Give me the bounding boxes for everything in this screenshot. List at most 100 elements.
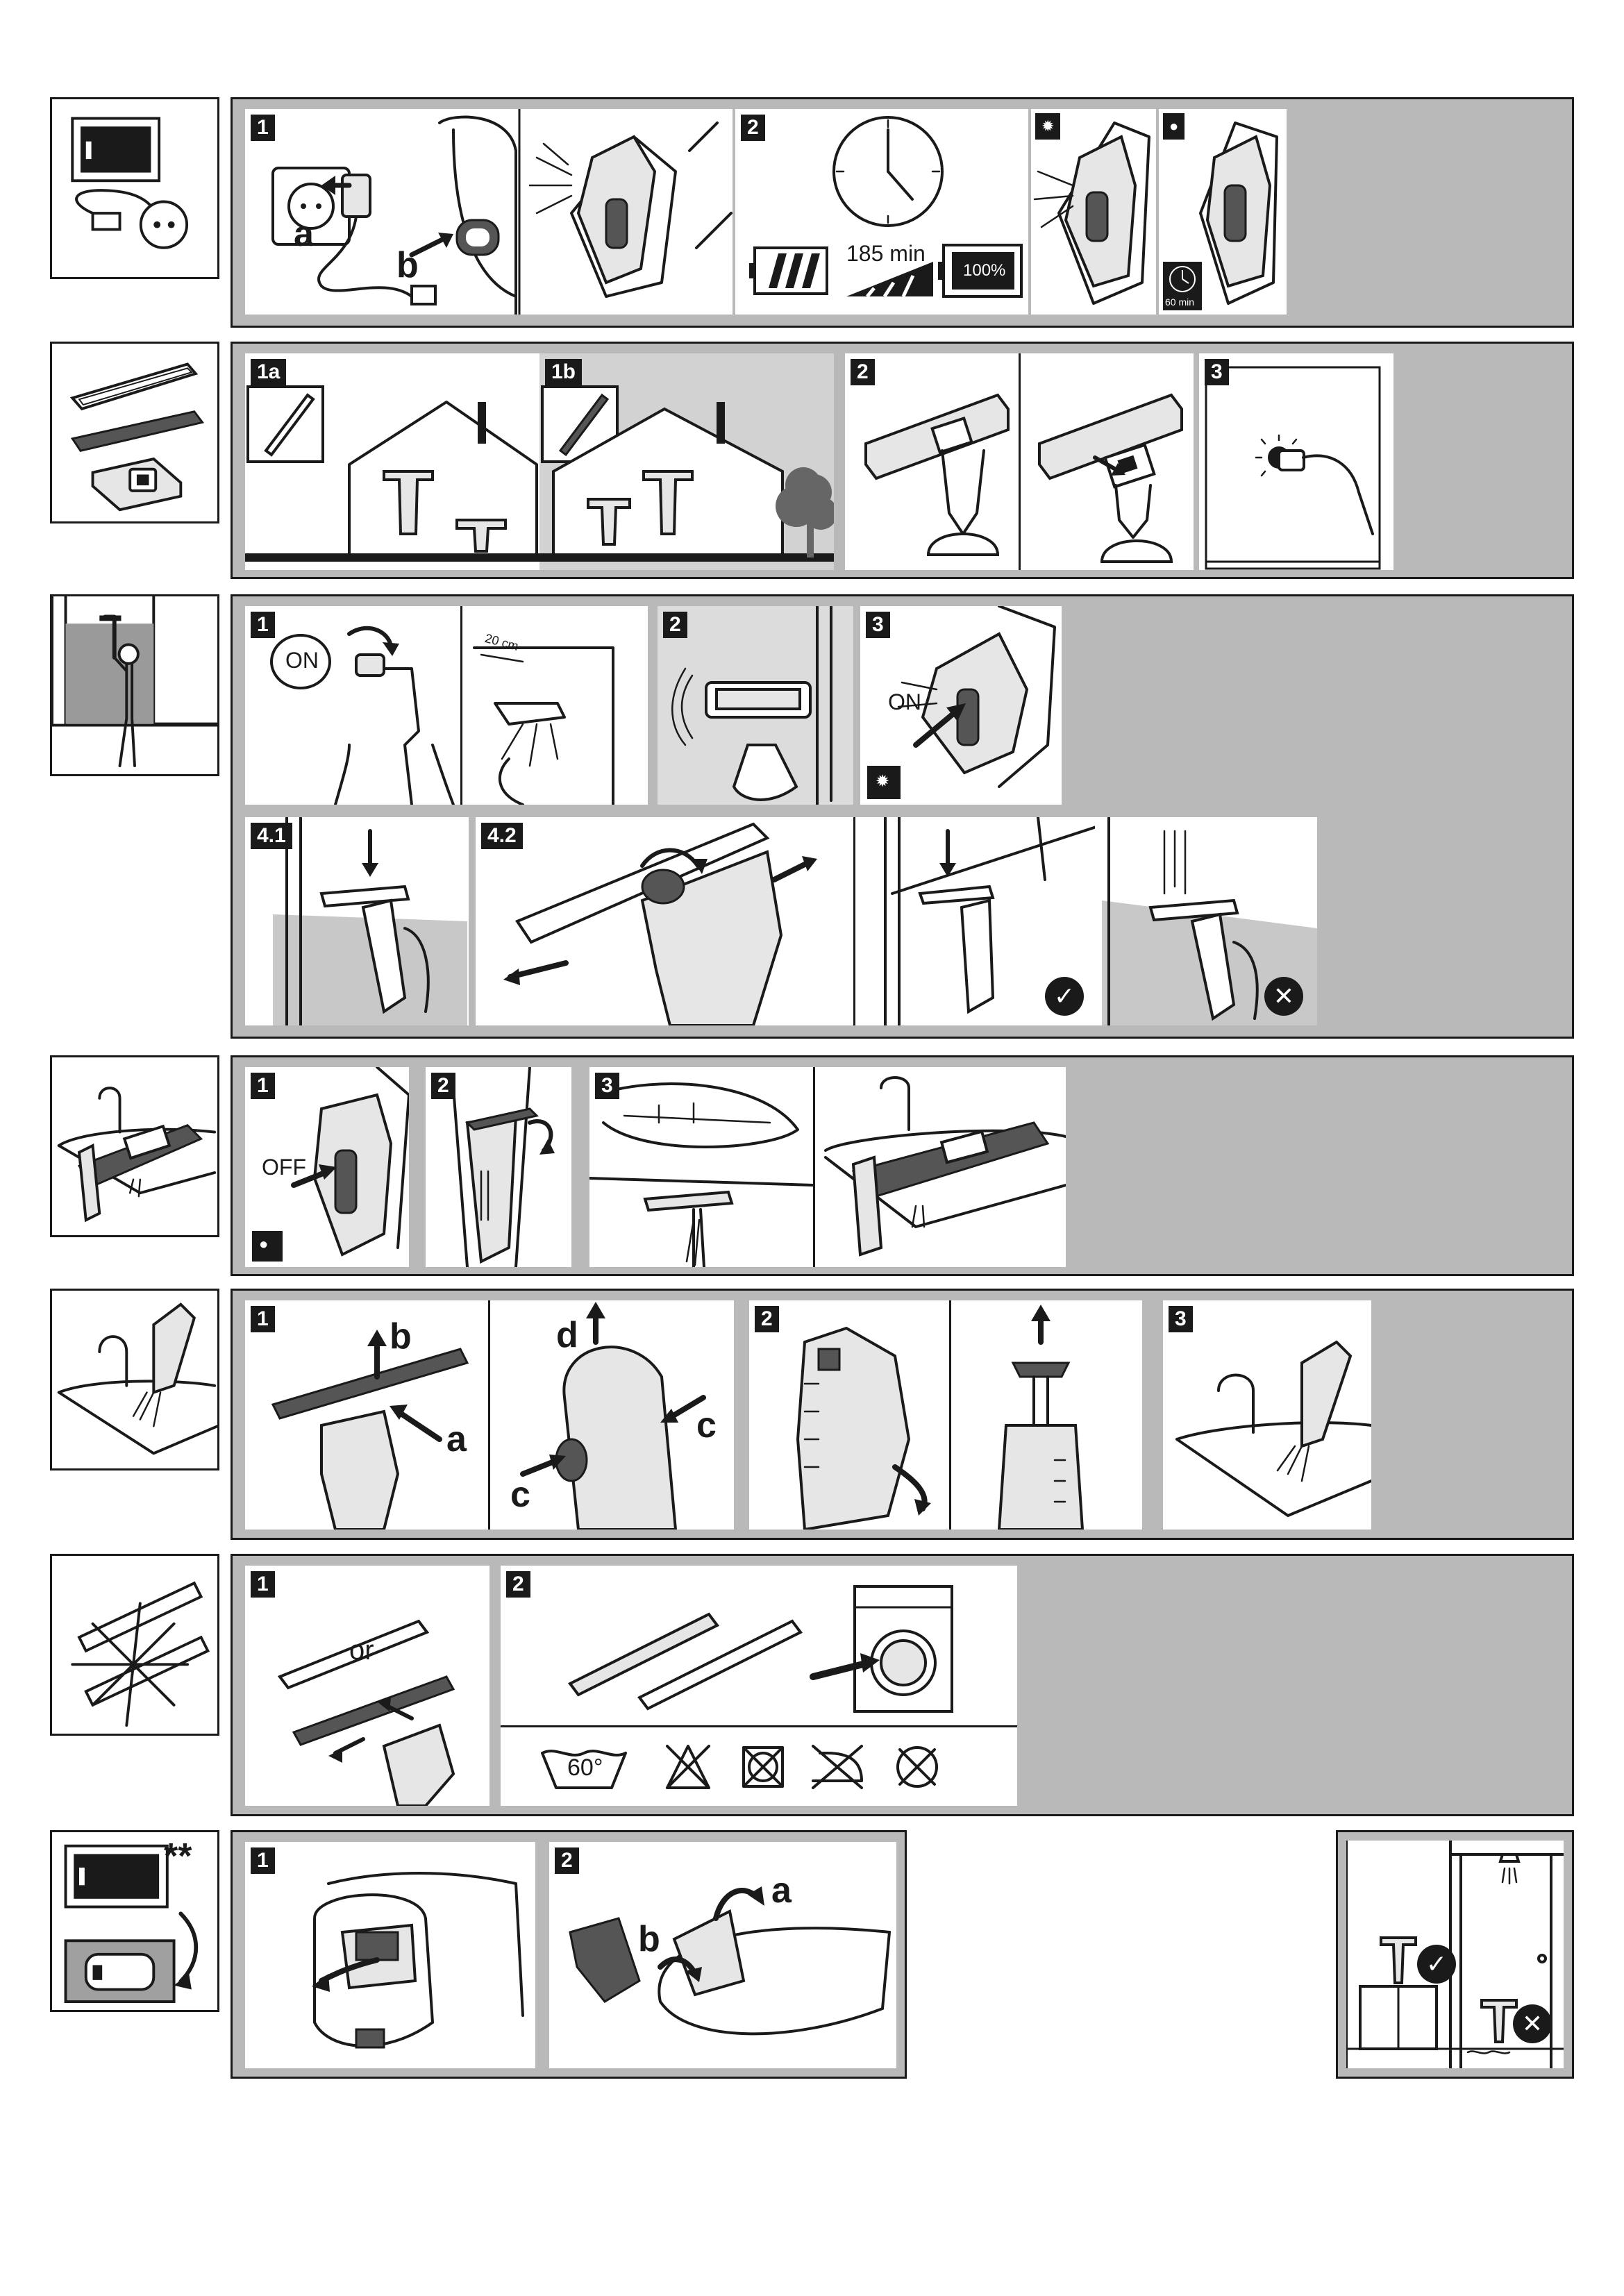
panel-divider: [488, 1300, 490, 1530]
step-number: 1: [251, 1571, 275, 1598]
step-number: 3: [866, 612, 890, 638]
emptying-band: 1 OFF ● 2 3: [231, 1055, 1574, 1276]
battery-step-1-panel: 1: [245, 1842, 535, 2068]
panel-divider: [813, 1067, 815, 1267]
lamp-flashing-icon: ✹: [1035, 113, 1061, 140]
arrow-icon: [321, 176, 453, 258]
panel-divider: [1019, 353, 1021, 570]
tank-lid-illustration: [452, 1067, 555, 1267]
or-label: or: [349, 1635, 374, 1666]
wipe-wrong-panel: ✕: [1095, 817, 1317, 1025]
panel-divider: [949, 1300, 951, 1530]
battery-full-label: 100%: [963, 261, 1006, 280]
tank-emptying-illustration: [589, 1076, 1066, 1267]
spraying-band: 1 ON 20 cm 2 3: [231, 594, 1574, 1039]
empty-step-3-panel: 3: [589, 1067, 1066, 1267]
battery-removal-illustration: [569, 1886, 891, 2036]
step-number: 3: [595, 1073, 619, 1099]
care-symbols: [541, 1745, 938, 1789]
sink-emptying-icon: [57, 1087, 217, 1223]
vertical-wipe-illustration: [273, 817, 467, 1025]
panel-divider: [853, 817, 855, 1025]
charging-step-2-panel: 2 185 min 100%: [735, 109, 1028, 315]
battery-section-icon: [50, 1830, 219, 2012]
battery-step-2-panel: 2 a b: [549, 1842, 896, 2068]
cleaning-section-icon: [50, 1289, 219, 1470]
on-label-2: ON: [888, 689, 921, 714]
no-dry-clean-icon: [896, 1746, 938, 1788]
washing-machine-illustration: [567, 1585, 953, 1713]
wrong-wipe-illustration: [1102, 817, 1317, 1025]
wash-step-1-panel: 1 or: [245, 1566, 489, 1806]
lamp-on-icon: ●: [259, 1235, 269, 1252]
step-number: 3: [1205, 359, 1229, 385]
step-number: 4.1: [251, 823, 292, 849]
person-window-icon: [52, 596, 217, 768]
wrong-mark-icon: ✕: [1264, 977, 1303, 1016]
label-a: a: [446, 1419, 467, 1459]
step-number: 2: [741, 115, 765, 141]
auto-off-label: 60 min: [1165, 296, 1195, 308]
lamp-on-icon: ✹: [876, 772, 890, 791]
charging-step-1-panel: 1 a b: [245, 109, 733, 315]
pads-step-1a-panel: 1a: [245, 353, 539, 570]
step-number: 2: [431, 1073, 455, 1099]
step-number: 2: [851, 359, 875, 385]
no-iron-icon: [812, 1745, 863, 1789]
step-number: 1: [251, 1073, 275, 1099]
window-spraying-illustration: [658, 606, 853, 805]
indoor-window-illustration: [245, 385, 539, 562]
step-number: 3: [1169, 1306, 1193, 1332]
nozzle-removal-illustration: [271, 1302, 706, 1530]
battery-band: 1 2 a b: [231, 1830, 907, 2079]
correct-mark-icon: ✓: [1045, 977, 1084, 1016]
charging-indicator-flashing-panel: ✹: [1031, 109, 1156, 315]
charger-plug-illustration: [271, 109, 733, 315]
charging-section-icon: [50, 97, 219, 279]
pad-detach-illustration: [277, 1619, 455, 1806]
wipe-step-4-1-panel: 4.1: [245, 817, 469, 1025]
panel-divider: [460, 606, 462, 805]
clean-step-2-panel: 2: [749, 1300, 1142, 1530]
step-number: 1: [251, 1306, 275, 1332]
label-b: b: [638, 1919, 660, 1959]
spray-step-2-panel: 2: [658, 606, 853, 805]
outdoor-window-illustration: [539, 385, 834, 562]
sink-rinse-icon: [57, 1302, 217, 1455]
pad-fitting-illustration: [864, 393, 1183, 563]
spray-step-3-panel: 3 ON ✹: [860, 606, 1062, 805]
device-handle-illustration: [1163, 121, 1278, 310]
battery-charger-icon: [71, 117, 189, 249]
wash-temp-label: 60°: [567, 1754, 603, 1781]
no-tumble-dry-icon: [742, 1746, 784, 1788]
empty-step-2-panel: 2: [426, 1067, 571, 1267]
correct-mark-icon: ✓: [1417, 1945, 1456, 1984]
label-b: b: [390, 1316, 412, 1357]
step-number: 1: [251, 1847, 275, 1874]
wipe-step-4-2-panel: 4.2 ✓: [476, 817, 1105, 1025]
cleaning-band: 1 b a d c c 2: [231, 1289, 1574, 1540]
label-c-right: c: [696, 1405, 717, 1446]
spot-cleaning-illustration: [1205, 366, 1381, 570]
step-number: 1: [251, 612, 275, 638]
charge-time-label: 185 min: [846, 241, 926, 266]
step-number: 1a: [251, 359, 287, 385]
footnote-marker: **: [164, 1836, 192, 1877]
filter-removal-illustration: [796, 1305, 1085, 1530]
emptying-section-icon: [50, 1055, 219, 1237]
spraying-section-icon: [50, 594, 219, 776]
step-number: 4.2: [481, 823, 523, 849]
pads-section-icon: [50, 342, 219, 523]
power-off-illustration: [252, 1067, 409, 1262]
charging-indicator-on-panel: ● 60 min: [1159, 109, 1287, 315]
edge-wipe-illustration: [503, 817, 1105, 1025]
step-number: 2: [555, 1847, 579, 1874]
wrong-mark-icon: ✕: [1513, 2004, 1552, 2043]
off-label: OFF: [262, 1155, 306, 1180]
storage-panel: ✓ ✕: [1346, 1841, 1564, 2068]
step-number: 2: [663, 612, 687, 638]
spray-step-1-panel: 1 ON 20 cm: [245, 606, 648, 805]
wiping-pads-icon: [69, 362, 205, 512]
pads-band: 1a 1b 2: [231, 342, 1574, 579]
label-a: a: [771, 1870, 792, 1911]
